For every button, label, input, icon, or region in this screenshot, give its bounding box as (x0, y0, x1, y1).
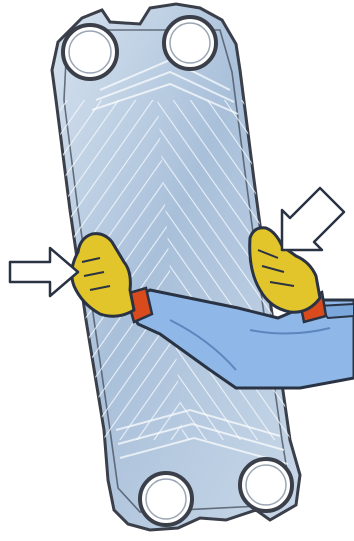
port-bottom-right (240, 459, 292, 511)
port-top-right (164, 17, 216, 69)
port-top-left (63, 25, 117, 79)
press-arrow-left (10, 248, 78, 296)
press-arrow-right (282, 188, 344, 250)
port-bottom-left (140, 473, 192, 525)
